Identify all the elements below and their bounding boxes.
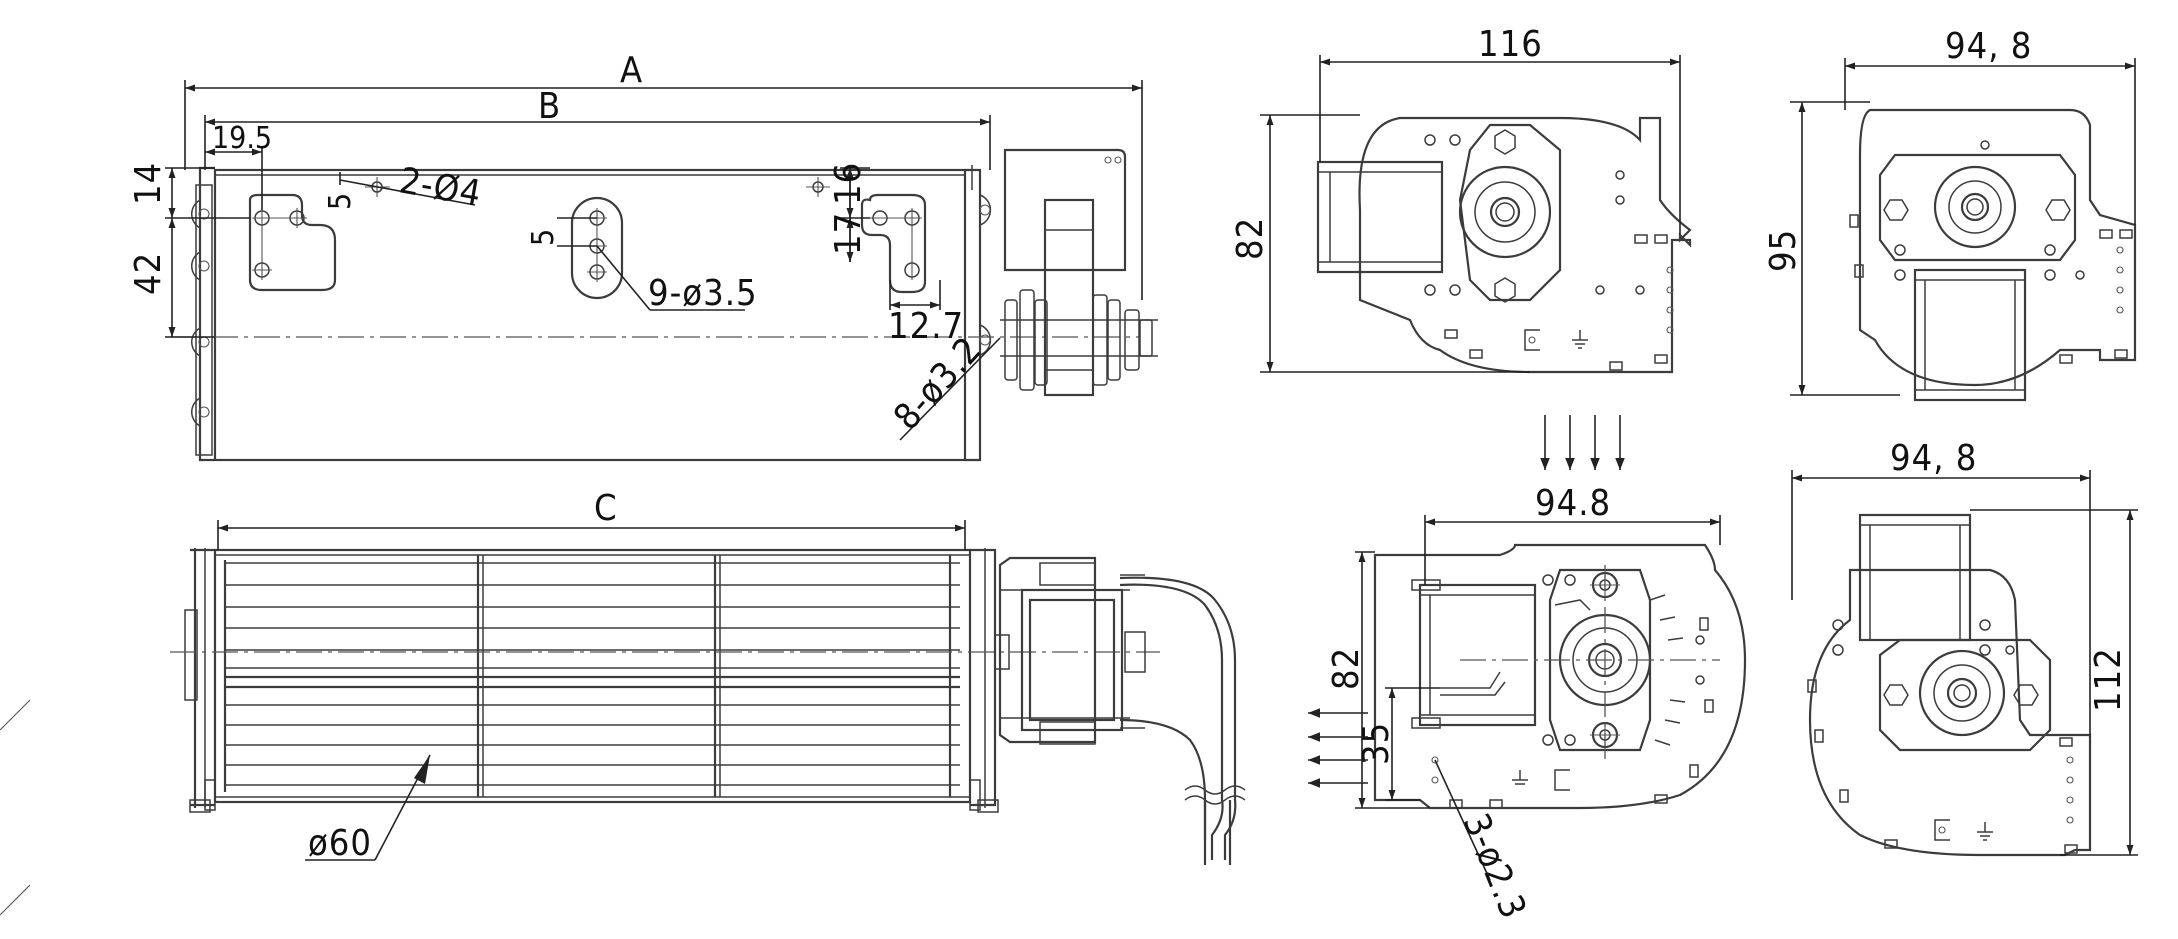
hole-3-label: 3-ø2.3 (1455, 808, 1534, 925)
dim-94-8-c-label: 94, 8 (1890, 438, 1977, 479)
ground-symbol-icon (1977, 822, 1993, 841)
hole-2-label: 2-Ø4 (396, 160, 484, 215)
ground-connector-icon (1934, 819, 1950, 841)
edge-marks (0, 699, 31, 916)
airflow-left-arrows (1308, 708, 1368, 788)
dim-35-label: 35 (1356, 722, 1397, 765)
dim-12-7-label: 12.7 (888, 306, 964, 347)
lead-wires (1119, 576, 1246, 865)
side-view-bottom: C ø60 (170, 488, 1246, 865)
dim-14-label: 14 (128, 162, 169, 205)
motor-side (994, 556, 1146, 745)
dim-42-label: 42 (128, 252, 169, 295)
front-view-top-dimensions: A B 19.5 14 42 2-Ø4 5 5 9-ø3.5 (128, 50, 1143, 441)
dim-16-label: 16 (828, 162, 869, 205)
dim-17-label: 17 (828, 212, 869, 255)
end-view-1: 116 82 (1230, 24, 1692, 374)
dim-19-5-label: 19.5 (212, 121, 272, 156)
hole-9-label: 9-ø3.5 (648, 273, 758, 314)
end-view-2: 94, 8 95 (1763, 26, 2137, 402)
dim-112-label: 112 (2088, 647, 2129, 712)
dim-82-b-label: 82 (1326, 647, 1367, 690)
dia-60-label: ø60 (308, 823, 372, 864)
ground-symbol-icon (1512, 770, 1528, 785)
dim-116-label: 116 (1478, 24, 1543, 65)
dim-A-label: A (620, 50, 643, 91)
dim-C-label: C (594, 488, 618, 529)
dim-94-8-a-label: 94, 8 (1945, 26, 2032, 67)
dim-B-label: B (538, 86, 561, 127)
end-view-3: 94.8 82 35 3-ø2.3 (1326, 483, 1747, 925)
ground-connector-icon (1524, 329, 1540, 351)
end-view-4: 94, 8 112 (1791, 438, 2138, 857)
airflow-down-arrows (1540, 415, 1625, 470)
dim-95-label: 95 (1763, 229, 1804, 272)
dim-82-a-label: 82 (1230, 217, 1271, 260)
dim-5-top-label: 5 (323, 193, 358, 210)
front-view-top (170, 148, 1158, 462)
ground-connector-icon (1554, 769, 1570, 791)
dim-5-mid-label: 5 (526, 229, 561, 246)
rotor-blades (223, 555, 960, 797)
dim-94-8-b-label: 94.8 (1535, 483, 1611, 524)
ground-symbol-icon (1572, 330, 1588, 349)
